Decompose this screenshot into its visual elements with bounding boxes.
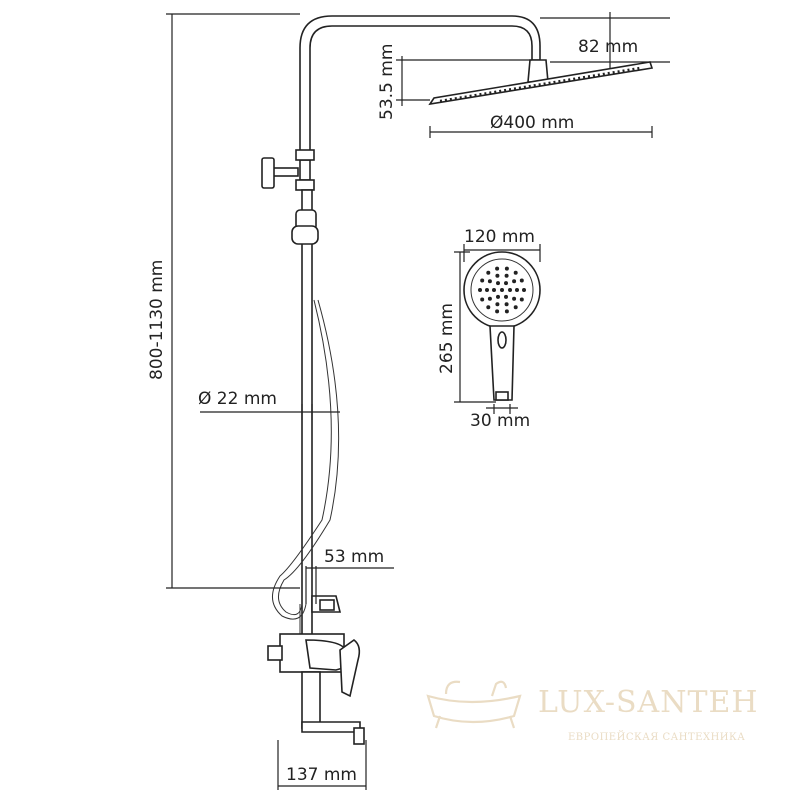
hand-shower — [463, 251, 541, 401]
nozzle-dot — [478, 288, 482, 292]
nozzle-dot — [480, 297, 485, 302]
nozzle-dot — [486, 270, 491, 275]
nozzle-dot — [485, 288, 489, 292]
nozzle-dot — [487, 279, 492, 284]
height-range-label: 800-1130 mm — [147, 260, 167, 380]
nozzle-dot — [492, 288, 496, 292]
height-knob — [261, 157, 299, 189]
nozzle-dot — [512, 279, 517, 284]
nozzle-dot — [480, 278, 485, 283]
watermark-brand: LUX-SANTEH — [538, 685, 759, 720]
dimension-lines — [166, 12, 670, 790]
nozzle-dot — [487, 296, 492, 301]
pipe-diameter-label: Ø 22 mm — [198, 389, 277, 409]
head-thickness-label: 53.5 mm — [377, 44, 397, 120]
nozzle-dot — [504, 309, 509, 314]
nozzle-dot — [522, 288, 526, 292]
dimension-labels: 800-1130 mm Ø 22 mm 53 mm 137 mm 82 mm 5… — [147, 37, 638, 785]
base-width-label: 137 mm — [286, 765, 357, 785]
mixer-body — [267, 633, 361, 698]
bath-spout — [301, 671, 365, 745]
nozzle-dot — [513, 270, 518, 275]
nozzle-dot — [500, 288, 504, 292]
rain-shower-head — [428, 59, 654, 106]
diverter — [311, 595, 342, 613]
nozzle-dot — [495, 273, 500, 278]
nozzle-dot — [504, 294, 508, 299]
nozzle-dot — [504, 266, 509, 271]
head-distance-label: 82 mm — [578, 37, 638, 57]
mixer-offset-label: 53 mm — [324, 547, 384, 567]
nozzle-dot — [519, 278, 524, 283]
hand-handle-label: 30 mm — [470, 411, 530, 431]
nozzle-dot — [504, 281, 508, 286]
nozzle-dot — [513, 305, 518, 310]
nozzle-dot — [495, 266, 500, 271]
head-diameter-label: Ø400 mm — [490, 113, 574, 133]
hand-width-label: 120 mm — [464, 227, 535, 247]
hand-length-label: 265 mm — [437, 303, 457, 374]
nozzle-dot — [512, 296, 517, 301]
nozzle-dot — [495, 302, 500, 307]
nozzle-dot — [504, 273, 509, 278]
nozzle-pattern — [478, 266, 526, 314]
nozzle-dot — [504, 302, 509, 307]
nozzle-dot — [496, 281, 500, 286]
nozzle-dot — [495, 309, 500, 314]
nozzle-dot — [508, 288, 512, 292]
nozzle-dot — [496, 294, 500, 299]
watermark-logo: LUX-SANTEH ЕВРОПЕЙСКАЯ САНТЕХНИКА — [426, 680, 759, 743]
nozzle-dot — [486, 305, 491, 310]
watermark-tagline: ЕВРОПЕЙСКАЯ САНТЕХНИКА — [568, 731, 745, 743]
nozzle-dot — [515, 288, 519, 292]
bathtub-icon — [426, 680, 522, 729]
nozzle-dot — [519, 297, 524, 302]
slide-bar — [291, 149, 319, 641]
